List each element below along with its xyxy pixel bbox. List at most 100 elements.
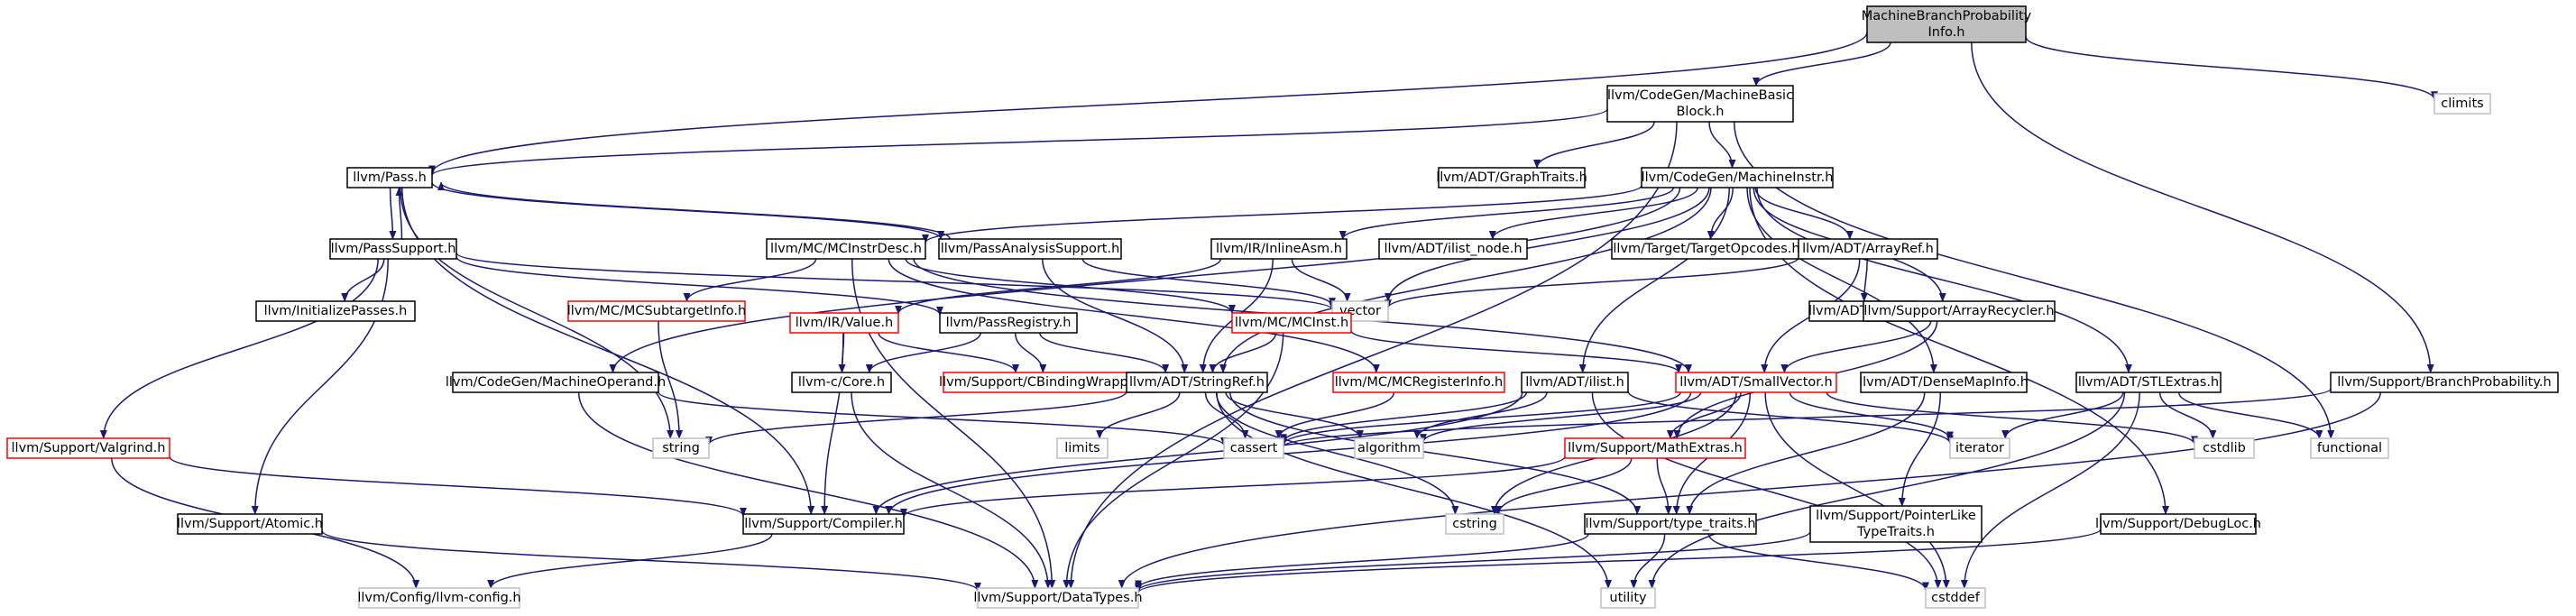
node-machineoperand[interactable]: llvm/CodeGen/MachineOperand.h — [446, 372, 666, 393]
node-box-irvalue — [789, 312, 899, 334]
node-cbinding[interactable]: llvm/Support/CBindingWrapping.h — [939, 372, 1161, 393]
edge-smallvector-to-mathextras — [1666, 391, 1742, 439]
node-functional: functional — [2310, 437, 2389, 459]
node-compiler[interactable]: llvm/Support/Compiler.h — [742, 513, 905, 535]
node-initpasses[interactable]: llvm/InitializePasses.h — [255, 300, 416, 322]
node-box-atomic — [177, 513, 323, 535]
node-label-passsupport: llvm/PassSupport.h — [331, 242, 456, 256]
node-densemapinfo[interactable]: llvm/ADT/DenseMapInfo.h — [1859, 372, 2029, 393]
edge-mathextras-to-cstring — [1495, 457, 1633, 515]
edge-smallvector-to-cstddef — [1764, 391, 1950, 589]
edge-machineinstr-to-mcinstrdesc — [922, 184, 1642, 244]
node-label-targetopcodes: llvm/Target/TargetOpcodes.h — [1613, 242, 1799, 256]
edge-ilist-to-iterator — [1627, 391, 1954, 445]
node-limits: limits — [1056, 437, 1109, 459]
node-label-arrayref: llvm/ADT/ArrayRef.h — [1802, 242, 1934, 256]
node-box-machineinstr — [1641, 167, 1834, 188]
node-box-debugloc — [2100, 513, 2257, 535]
edge-debugloc-to-datatypes — [1135, 529, 2102, 594]
node-targetopcodes[interactable]: llvm/Target/TargetOpcodes.h — [1611, 238, 1802, 260]
node-passsupport[interactable]: llvm/PassSupport.h — [329, 238, 457, 260]
edge-compiler-to-llvmconfig — [487, 533, 773, 589]
edge-passregistry-to-ccore — [865, 332, 981, 373]
node-ccore[interactable]: llvm-c/Core.h — [791, 372, 892, 393]
node-passregistry[interactable]: llvm/PassRegistry.h — [939, 312, 1078, 334]
node-mcinst[interactable]: llvm/MC/MCInst.h — [1231, 312, 1352, 334]
node-branchprob[interactable]: llvm/Support/BranchProbability.h — [2330, 372, 2559, 393]
node-ilist[interactable]: llvm/ADT/ilist.h — [1521, 372, 1629, 393]
node-box-cstddef — [1925, 587, 1986, 609]
edge-ilist-to-cstddef — [1591, 391, 1942, 589]
node-machineinstr[interactable]: llvm/CodeGen/MachineInstr.h — [1641, 167, 1834, 188]
node-irvalue[interactable]: llvm/IR/Value.h — [789, 312, 899, 334]
node-passanalysis[interactable]: llvm/PassAnalysisSupport.h — [938, 238, 1122, 260]
node-debugloc[interactable]: llvm/Support/DebugLoc.h — [2095, 513, 2261, 535]
node-stringref[interactable]: llvm/ADT/StringRef.h — [1126, 372, 1268, 393]
node-climits: climits — [2433, 93, 2491, 115]
node-pass[interactable]: llvm/Pass.h — [346, 167, 433, 188]
node-label-mcsubtarget: llvm/MC/MCSubtargetInfo.h — [567, 304, 746, 318]
node-cassert: cassert — [1223, 437, 1284, 459]
node-label-utility: utility — [1609, 591, 1647, 605]
node-label-climits: climits — [2441, 97, 2483, 111]
node-label-cstring: cstring — [1452, 517, 1497, 531]
edge-stringref-to-string — [705, 391, 1127, 446]
node-box-ilist — [1521, 372, 1629, 393]
node-ilistnode[interactable]: llvm/ADT/ilist_node.h — [1378, 238, 1528, 260]
node-label-debugloc: llvm/Support/DebugLoc.h — [2095, 517, 2261, 531]
edge-machineinstr-to-machineoperand — [609, 187, 1681, 373]
node-box-iterator — [1949, 437, 2010, 459]
node-inlineasm[interactable]: llvm/IR/InlineAsm.h — [1210, 238, 1348, 260]
edge-atomic-to-datatypes — [321, 529, 981, 592]
edges-layer — [99, 32, 2438, 594]
node-iterator: iterator — [1949, 437, 2010, 459]
edge-smallvector-to-compiler — [885, 391, 1692, 515]
node-label-mathextras: llvm/Support/MathExtras.h — [1568, 441, 1743, 455]
edge-smallvector-to-algorithm — [1420, 391, 1702, 444]
node-box-algorithm — [1354, 437, 1424, 459]
node-cstdlib: cstdlib — [2194, 437, 2255, 459]
edge-stlextras-to-iterator — [2001, 391, 2124, 439]
edge-mathextras-to-typetraits — [1656, 457, 1672, 515]
node-label-stlextras: llvm/ADT/STLExtras.h — [2078, 375, 2219, 390]
node-mcreginfo[interactable]: llvm/MC/MCRegisterInfo.h — [1332, 372, 1505, 393]
node-smallvector[interactable]: llvm/ADT/SmallVector.h — [1675, 372, 1837, 393]
node-box-stringref — [1126, 372, 1268, 393]
node-mcinstrdesc[interactable]: llvm/MC/MCInstrDesc.h — [766, 238, 926, 260]
node-label-machineoperand: llvm/CodeGen/MachineOperand.h — [446, 375, 666, 390]
node-mathextras[interactable]: llvm/Support/MathExtras.h — [1564, 437, 1746, 459]
node-graphtraits[interactable]: llvm/ADT/GraphTraits.h — [1436, 167, 1587, 188]
node-stlextras[interactable]: llvm/ADT/STLExtras.h — [2075, 372, 2222, 393]
node-box-pointerlike — [1809, 505, 1983, 543]
edge-inlineasm-to-vector — [1291, 258, 1351, 302]
edge-mbb-to-pass — [428, 108, 1608, 177]
node-box-utility — [1600, 587, 1656, 609]
node-datatypes: llvm/Support/DataTypes.h — [973, 587, 1143, 609]
node-atomic[interactable]: llvm/Support/Atomic.h — [177, 513, 323, 535]
node-label-mcinstrdesc: llvm/MC/MCInstrDesc.h — [770, 242, 922, 256]
node-mcsubtarget[interactable]: llvm/MC/MCSubtargetInfo.h — [567, 300, 746, 322]
edge-passsupport-to-valgrind — [99, 258, 379, 439]
edge-mcinstrdesc-to-mcreginfo — [888, 258, 1380, 373]
edge-machineinstr-to-stlextras — [1756, 187, 2132, 373]
node-typetraits[interactable]: llvm/Support/type_traits.h — [1584, 513, 1757, 535]
node-arrayrecycler[interactable]: llvm/Support/ArrayRecycler.h — [1863, 300, 2056, 322]
node-label-root-line2: Info.h — [1928, 25, 1965, 40]
node-label-inlineasm: llvm/IR/InlineAsm.h — [1216, 242, 1342, 256]
edge-arrayref-to-none — [1860, 258, 1868, 302]
node-label-passregistry: llvm/PassRegistry.h — [946, 316, 1072, 330]
edge-machineoperand-to-cassert — [658, 391, 1228, 446]
edge-mcinst-to-smallvector — [1350, 330, 1683, 373]
edge-arrayrecycler-to-smallvector — [1780, 320, 1932, 373]
node-box-mathextras — [1564, 437, 1746, 459]
node-label-mcreginfo: llvm/MC/MCRegisterInfo.h — [1335, 375, 1504, 390]
edge-mcinst-to-datatypes — [1063, 332, 1284, 589]
edge-machineinstr-to-stringref — [1219, 187, 1712, 373]
node-arrayref[interactable]: llvm/ADT/ArrayRef.h — [1798, 238, 1938, 260]
node-valgrind[interactable]: llvm/Support/Valgrind.h — [6, 437, 170, 459]
node-box-datatypes — [977, 587, 1139, 609]
node-box-pass — [346, 167, 433, 188]
